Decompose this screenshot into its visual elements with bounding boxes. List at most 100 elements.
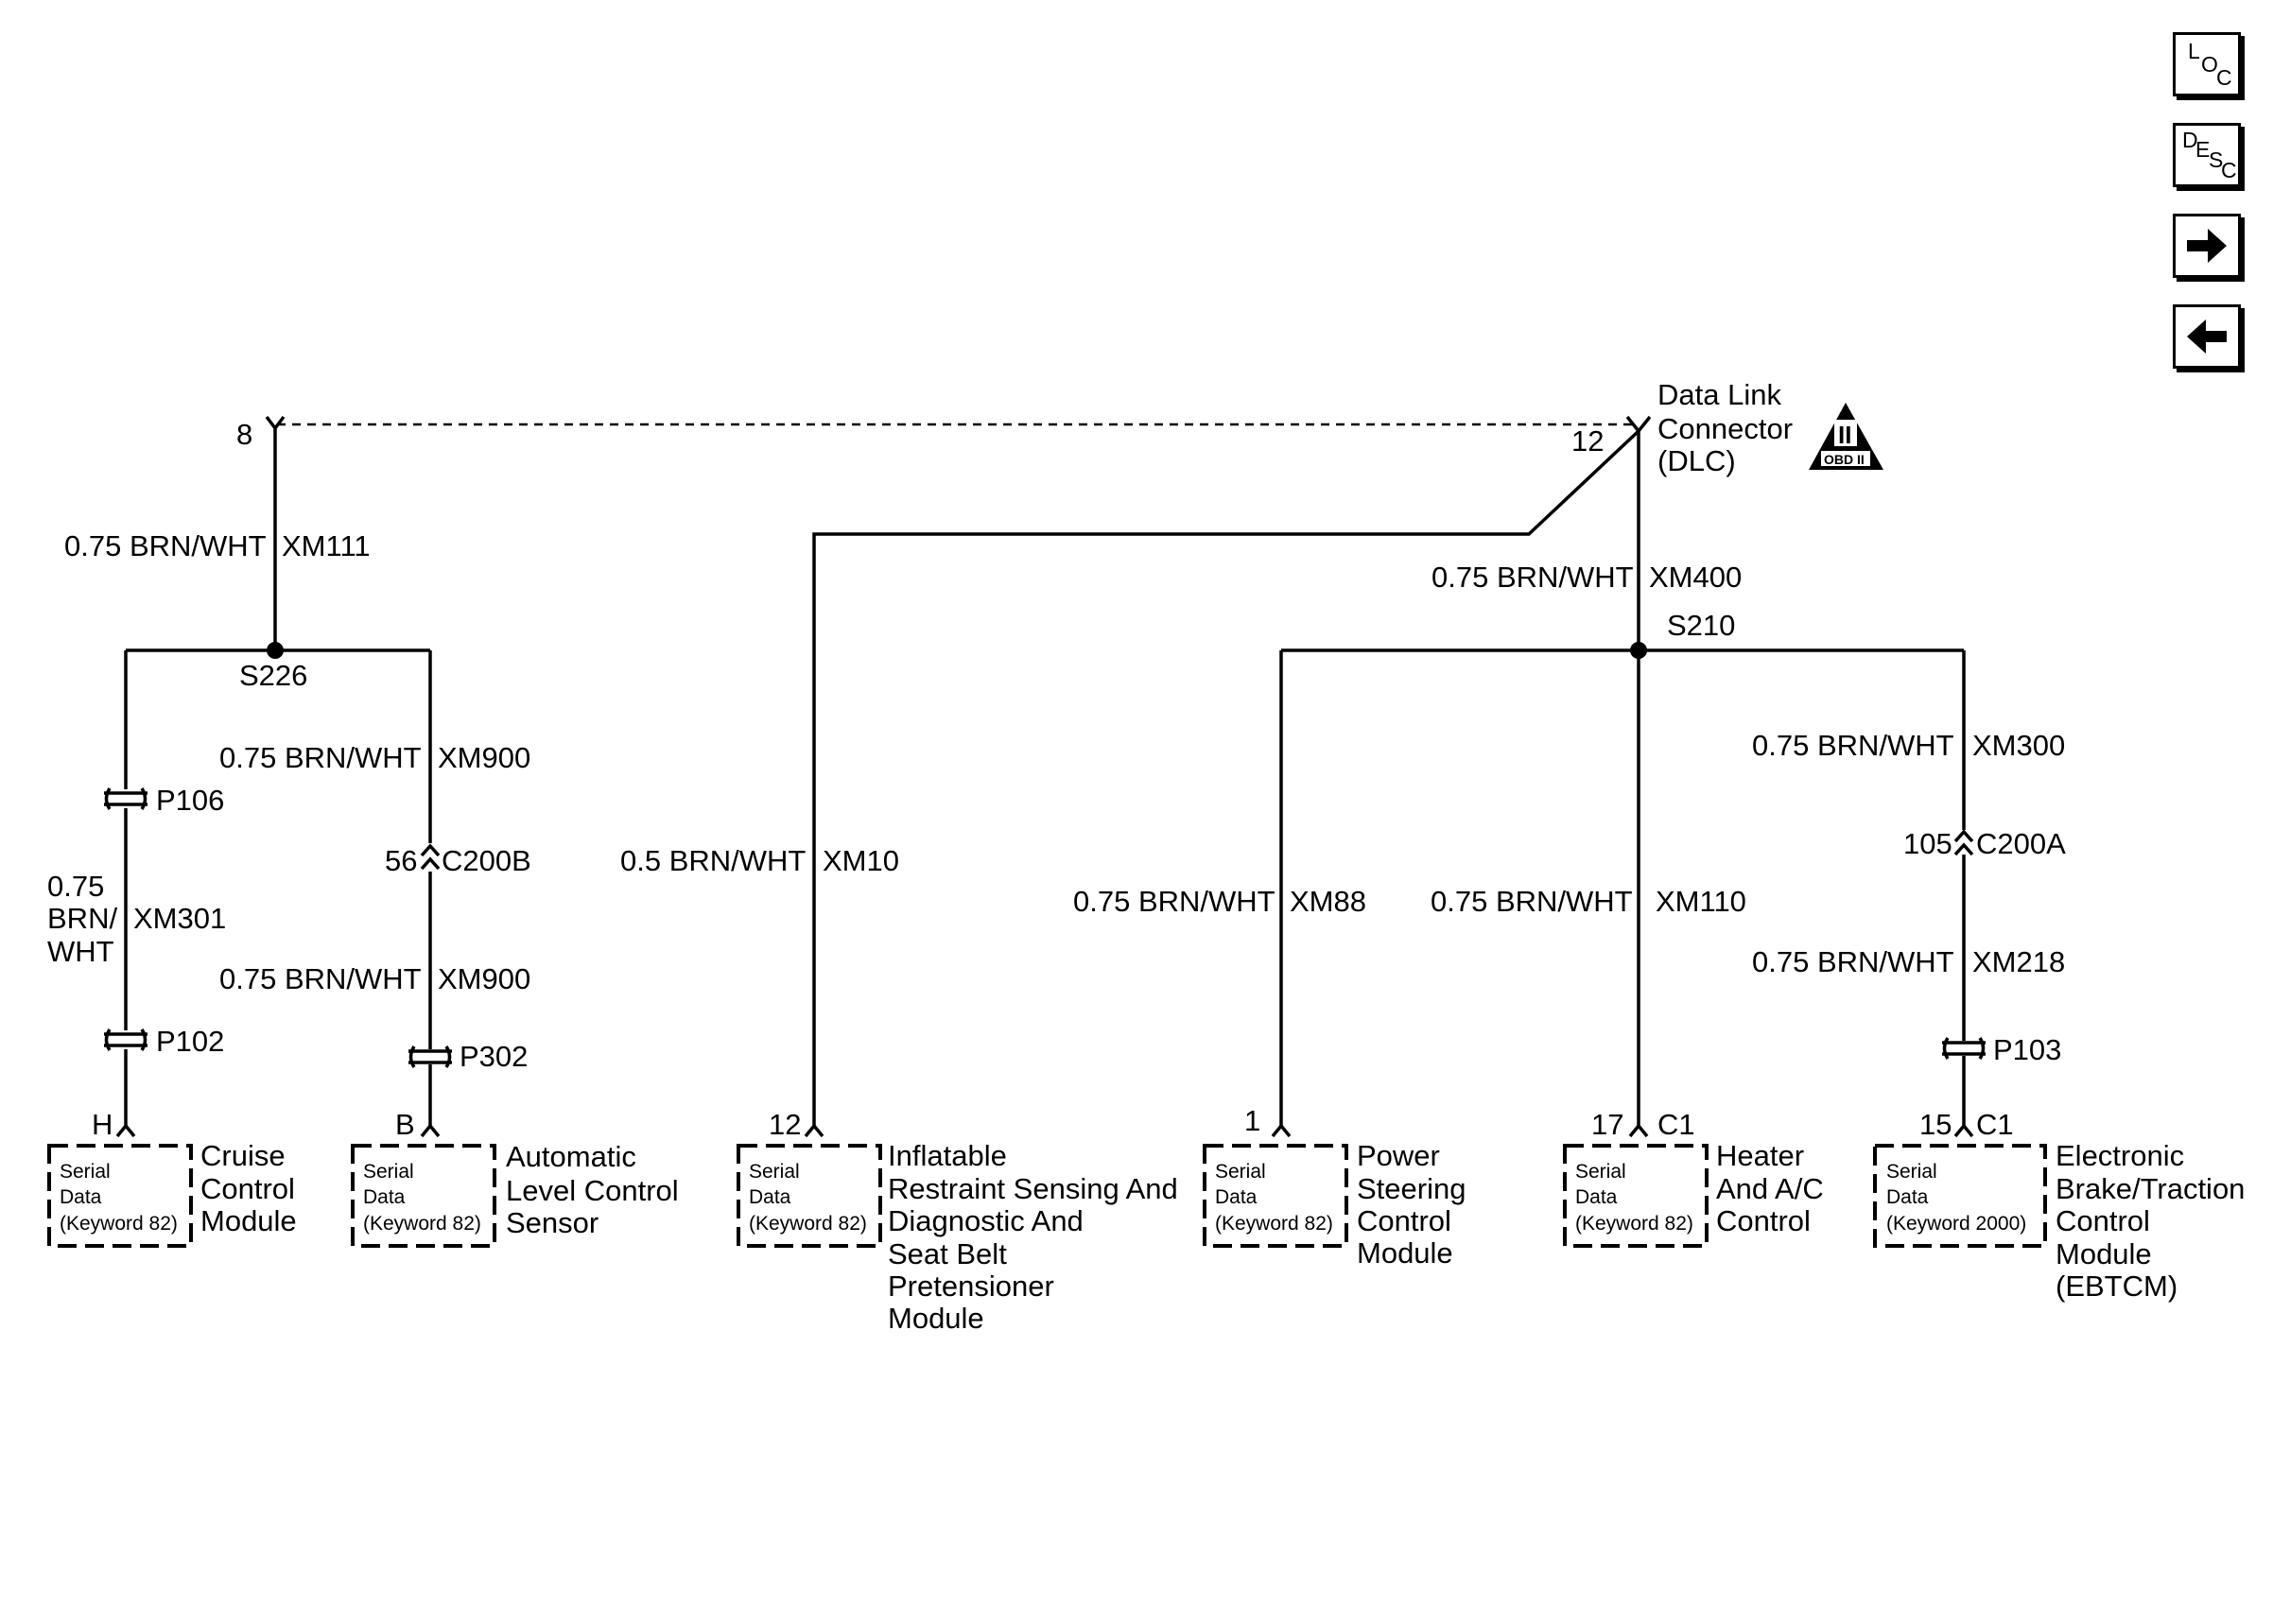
wire-xm301-size-line2: BRN/ [47, 902, 117, 935]
wire-xm900-bottom-id: XM900 [438, 962, 530, 995]
connector-p102-icon [104, 1028, 147, 1051]
wire-xm300-id: XM300 [1972, 729, 2065, 762]
svg-text:Serial: Serial [1886, 1161, 1937, 1183]
wire-xm900-top-size: 0.75 BRN/WHT [219, 741, 422, 774]
module-sir-name-3: Diagnostic And [888, 1204, 1084, 1237]
wire-xm110-size: 0.75 BRN/WHT [1431, 885, 1633, 918]
module-pscm-name-3: Control [1357, 1204, 1451, 1237]
circuit-description-button[interactable]: D E S C [2173, 123, 2241, 187]
svg-text:(Keyword 82): (Keyword 82) [1215, 1213, 1333, 1235]
svg-text:(Keyword 82): (Keyword 82) [749, 1213, 867, 1235]
dlc-pin12-label: 12 [1571, 424, 1604, 458]
wire-xm110-id: XM110 [1656, 885, 1746, 918]
dlc-title-line2: Connector [1657, 412, 1793, 445]
connector-p103-label: P103 [1993, 1033, 2061, 1066]
previous-page-button[interactable] [2173, 304, 2241, 369]
wire-xm400-id: XM400 [1649, 561, 1742, 594]
splice-s226-label: S226 [239, 659, 307, 692]
module-hvac-pin: 17 [1591, 1108, 1623, 1141]
module-alc-name-1: Automatic [506, 1140, 636, 1173]
module-ebtcm: 15 C1 Serial Data (Keyword 2000) Electro… [1873, 1108, 2245, 1303]
module-alc-pin: B [395, 1108, 415, 1141]
module-ebtcm-pin: 15 [1919, 1108, 1952, 1141]
wire-xm900-top-id: XM900 [438, 741, 530, 774]
svg-text:Data: Data [363, 1186, 406, 1208]
module-cruise: H Serial Data (Keyword 82) Cruise Contro… [47, 1108, 297, 1248]
wire-xm88-size: 0.75 BRN/WHT [1073, 885, 1275, 918]
connector-c200b-icon [420, 843, 441, 871]
wire-xm900-bottom-size: 0.75 BRN/WHT [219, 962, 422, 995]
module-ebtcm-conn: C1 [1976, 1108, 2014, 1141]
module-sir-name-2: Restraint Sensing And [888, 1172, 1178, 1205]
connector-c200a-name: C200A [1976, 827, 2066, 860]
svg-text:OBD II: OBD II [1824, 452, 1865, 467]
svg-text:Data: Data [1575, 1186, 1618, 1208]
module-sir: 12 Serial Data (Keyword 82) Inflatable R… [737, 1108, 1178, 1335]
svg-text:Data: Data [60, 1186, 102, 1208]
next-page-button[interactable] [2173, 214, 2241, 278]
svg-text:Serial: Serial [60, 1161, 111, 1183]
wire-xm10-id: XM10 [823, 844, 899, 877]
module-pscm: 1 Serial Data (Keyword 82) Power Steerin… [1203, 1104, 1466, 1270]
module-hvac-name-1: Heater [1716, 1139, 1804, 1172]
dlc-title-line1: Data Link [1657, 378, 1781, 411]
arrow-left-icon [2187, 320, 2227, 354]
dlc-title-line3: (DLC) [1657, 444, 1736, 477]
arrow-right-icon [2187, 229, 2227, 263]
wire-xm301-size-line1: 0.75 [47, 870, 104, 903]
module-hvac-name-2: And A/C [1716, 1172, 1824, 1205]
module-hvac: 17 C1 Serial Data (Keyword 82) Heater An… [1563, 1108, 1824, 1248]
component-locator-button[interactable]: L O C [2173, 32, 2241, 96]
connector-p302-icon [408, 1045, 452, 1068]
connector-p106-icon [104, 787, 147, 810]
wire-xm301-size-line3: WHT [47, 935, 114, 968]
svg-text:(Keyword 82): (Keyword 82) [1575, 1213, 1693, 1235]
module-sir-name-1: Inflatable [888, 1139, 1007, 1172]
loc-letter-2: O [2201, 52, 2218, 77]
svg-text:(Keyword 82): (Keyword 82) [363, 1213, 481, 1235]
svg-text:(Keyword 2000): (Keyword 2000) [1886, 1213, 2026, 1235]
connector-p302-label: P302 [460, 1040, 528, 1073]
wire-xm111-id: XM111 [282, 529, 371, 562]
svg-text:Serial: Serial [1215, 1161, 1266, 1183]
wire-xm111-size: 0.75 BRN/WHT [64, 529, 267, 562]
module-cruise-pin: H [92, 1108, 113, 1141]
module-alc-name-3: Sensor [506, 1206, 599, 1239]
connector-c200b-name: C200B [442, 844, 531, 877]
splice-s226-dot [267, 642, 284, 659]
module-pscm-name-1: Power [1357, 1139, 1440, 1172]
svg-text:Serial: Serial [749, 1161, 800, 1183]
module-sir-name-5: Pretensioner [888, 1270, 1054, 1303]
module-alc: B Serial Data (Keyword 82) Automatic Lev… [351, 1108, 679, 1248]
dlc-pin8-label: 8 [236, 418, 252, 451]
dlc-pin8-terminal [265, 415, 286, 652]
module-pscm-name-2: Steering [1357, 1172, 1466, 1205]
wire-xm400-size: 0.75 BRN/WHT [1431, 561, 1634, 594]
wire-xm10-size: 0.5 BRN/WHT [620, 844, 806, 877]
desc-letter-4: C [2221, 158, 2237, 182]
module-sir-name-4: Seat Belt [888, 1237, 1007, 1270]
splice-s210-label: S210 [1667, 609, 1735, 642]
desc-letter-2: E [2195, 137, 2211, 162]
wire-xm10 [812, 429, 1640, 1128]
wire-xm300-size: 0.75 BRN/WHT [1752, 729, 1954, 762]
module-ebtcm-name-5: (EBTCM) [2056, 1270, 2178, 1303]
desc-letter-1: D [2182, 128, 2198, 152]
desc-letter-3: S [2209, 147, 2224, 172]
wire-xm88-id: XM88 [1290, 885, 1366, 918]
module-cruise-name-3: Module [200, 1204, 297, 1237]
svg-text:Data: Data [1215, 1186, 1258, 1208]
svg-text:Serial: Serial [363, 1161, 414, 1183]
wire-xm301-id: XM301 [133, 902, 226, 935]
module-alc-name-2: Level Control [506, 1174, 679, 1207]
svg-text:Data: Data [749, 1186, 791, 1208]
module-cruise-name-1: Cruise [200, 1139, 286, 1172]
loc-letter-1: L [2188, 39, 2200, 63]
module-cruise-name-2: Control [200, 1172, 295, 1205]
obd-ii-badge-icon: II OBD II [1809, 403, 1883, 470]
module-sir-pin: 12 [769, 1108, 801, 1141]
svg-text:II: II [1838, 421, 1851, 449]
connector-c200a-icon [1953, 829, 1974, 856]
module-ebtcm-name-2: Brake/Traction [2056, 1172, 2245, 1205]
